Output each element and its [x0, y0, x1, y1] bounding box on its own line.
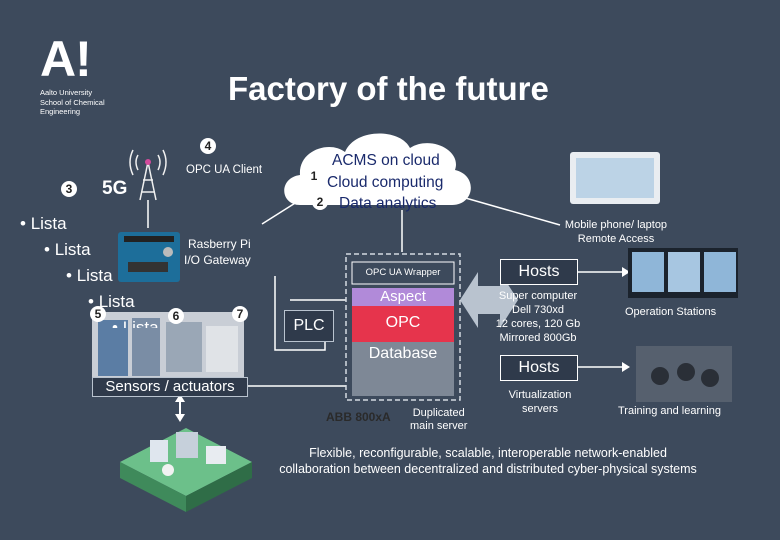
super-line: Super computer	[498, 290, 578, 302]
hosts-top-box: Hosts	[500, 259, 578, 285]
cloud-to-mobile-line	[454, 194, 561, 226]
list-item: • Lista	[112, 318, 159, 328]
duplicated-text: Duplicated	[412, 407, 465, 419]
main-server-text: main server	[410, 420, 468, 432]
list-item-text: Lista	[76, 266, 113, 285]
super-line: 12 cores, 120 Gb	[495, 318, 581, 330]
operation-stations-image	[628, 248, 738, 298]
io-gateway-label: I/O Gateway	[184, 253, 251, 267]
tower-top-icon	[145, 159, 151, 165]
list-item: • Lista	[20, 214, 67, 233]
factory-equipment-image	[92, 312, 244, 380]
logo-line: School of Chemical	[40, 97, 105, 107]
mobile-line: Remote Access	[577, 233, 655, 245]
page-title: Factory of the future	[228, 70, 549, 107]
arduino-board-icon	[118, 232, 180, 282]
marker-1: 1	[306, 168, 322, 184]
sensors-actuators-box: Sensors / actuators	[92, 377, 248, 397]
logo-line: Engineering	[40, 107, 81, 116]
server-hosts-arrow	[460, 272, 518, 328]
virt-line: servers	[521, 403, 559, 415]
opc-box	[352, 306, 454, 342]
footer-line: Flexible, reconfigurable, scalable, inte…	[309, 446, 667, 460]
sensors-arrow-down	[175, 414, 185, 422]
marker-2: 2	[312, 194, 328, 210]
list-item-text: Lista	[54, 240, 91, 259]
super-line: Dell 730xd	[512, 304, 564, 316]
super-line: Mirrored 800Gb	[499, 332, 577, 344]
hosts-bottom-box: Hosts	[500, 355, 578, 381]
logo-subtitle: Aalto University School of Chemical Engi…	[40, 88, 130, 117]
list-item-text: Lista	[122, 318, 159, 328]
list-item: • Lista	[66, 266, 113, 285]
database-box	[352, 342, 454, 396]
virt-line: Virtualization	[508, 389, 572, 401]
gateway-to-plc-line	[274, 276, 326, 351]
cloud-line-2: Data analytics	[339, 195, 437, 212]
marker-4: 4	[200, 138, 216, 154]
duplicated-server-label: Duplicated main server	[410, 407, 467, 433]
super-computer-label: Super computer Dell 730xd 12 cores, 120 …	[486, 289, 590, 345]
monitor-icon	[570, 152, 660, 204]
aspect-box	[352, 288, 454, 306]
rasberry-pi-label: Rasberry Pi	[188, 237, 251, 251]
marker-5: 5	[90, 306, 106, 322]
cloud-title: ACMS on cloud	[332, 152, 440, 169]
plc-box: PLC	[284, 310, 334, 342]
marker-3: 3	[61, 181, 77, 197]
cloud-to-gateway-line	[261, 199, 301, 225]
database-label: Database	[368, 345, 438, 362]
opc-ua-client-label: OPC UA Client	[186, 164, 263, 176]
cell-tower-icon	[129, 149, 167, 201]
marker-7: 7	[232, 306, 248, 322]
sensors-arrow-up	[175, 394, 185, 402]
list-item: • Lista	[44, 240, 91, 259]
operation-stations-label: Operation Stations	[625, 306, 717, 318]
marker-6: 6	[168, 308, 184, 324]
cloud-line-1: Cloud computing	[327, 174, 444, 191]
mobile-line: Mobile phone/ laptop	[564, 219, 668, 231]
footer-caption: Flexible, reconfigurable, scalable, inte…	[250, 445, 726, 477]
wrapper-box	[351, 261, 455, 285]
cloud-shape	[284, 133, 471, 205]
logo-line: Aalto University	[40, 88, 93, 97]
opc-label: OPC	[385, 314, 421, 331]
abb-label: ABB 800xA	[326, 410, 391, 424]
hosts-top-arrowhead	[622, 267, 630, 277]
virtualization-label: Virtualization servers	[490, 388, 590, 416]
training-image	[636, 346, 732, 402]
aalto-logo-icon: A!	[40, 31, 92, 87]
smart-factory-image	[120, 428, 252, 512]
aspect-label: Aspect	[380, 288, 426, 305]
training-label: Training and learning	[618, 405, 721, 417]
hosts-bottom-arrowhead	[622, 362, 630, 372]
wrapper-label: OPC UA Wrapper	[365, 267, 441, 278]
server-dashed-frame	[345, 253, 461, 401]
list-item-text: Lista	[98, 292, 135, 311]
mobile-access-label: Mobile phone/ laptop Remote Access	[556, 218, 676, 246]
list-item: • Lista	[88, 292, 135, 311]
list-item-text: Lista	[30, 214, 67, 233]
five-g-label: 5G	[102, 178, 128, 199]
footer-line: collaboration between decentralized and …	[279, 462, 697, 476]
